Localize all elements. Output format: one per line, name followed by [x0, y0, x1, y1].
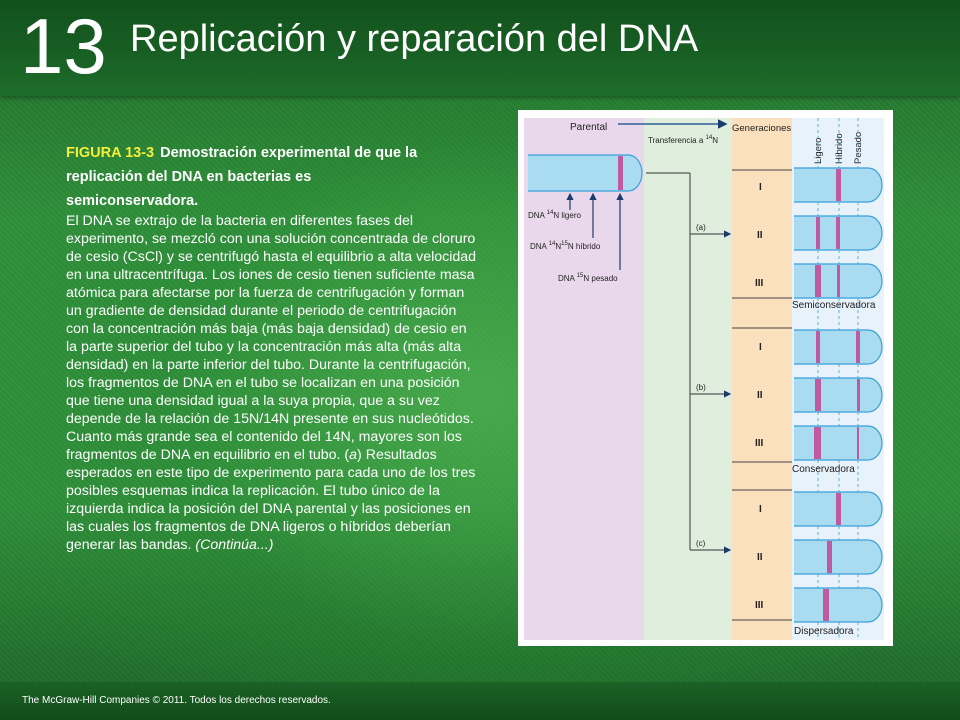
tube-c-II	[794, 539, 883, 575]
slide-header: 13 Replicación y reparación del DNA	[0, 0, 960, 96]
model-semiconservadora: Semiconservadora	[792, 300, 876, 311]
gen-a-I: I	[759, 182, 762, 193]
figure-number: FIGURA 13-3	[66, 145, 155, 161]
ligero-label: Ligero	[813, 138, 824, 164]
experiment-diagram: Parental Transferencia a 14N Generacione…	[524, 118, 884, 640]
gen-c-I: I	[759, 504, 762, 515]
slide-title: Replicación y reparación del DNA	[130, 18, 699, 60]
gen-b-II: II	[757, 390, 763, 401]
dna-pesado-label: DNA 15N pesado	[558, 273, 618, 283]
band-b-II-light	[815, 379, 821, 411]
band-b-I-heavy	[856, 331, 860, 363]
parental-tube	[528, 154, 643, 192]
band-c-III	[823, 589, 829, 621]
band-c-II	[827, 541, 832, 573]
band-a-II-hybrid	[836, 217, 840, 249]
model-conservadora: Conservadora	[792, 464, 855, 475]
transfer-panel	[644, 118, 732, 640]
generations-label: Generaciones	[732, 123, 791, 134]
caption-body-part1: El DNA se extrajo de la bacteria en dife…	[66, 213, 477, 463]
caption-continua: (Continúa...)	[195, 537, 274, 553]
tube-b-II	[794, 377, 883, 413]
slide-footer: The McGraw-Hill Companies © 2011. Todos …	[0, 682, 960, 720]
branch-c-label: (c)	[696, 539, 706, 548]
figure-title-text: Demostración experimental de que la repl…	[66, 145, 418, 209]
band-b-III-light	[814, 427, 821, 459]
band-a-III-light	[815, 265, 821, 297]
hibrido-label: Híbrido	[834, 133, 845, 164]
gen-c-II: II	[757, 552, 763, 563]
gen-a-II: II	[757, 230, 763, 241]
tube-c-III	[794, 587, 883, 623]
gen-b-III: III	[755, 438, 764, 449]
band-a-I-hybrid	[836, 169, 841, 201]
band-c-I	[836, 493, 841, 525]
band-a-III-hybrid	[837, 265, 840, 297]
caption-body-part2: ) Resultados esperados en este tipo de e…	[66, 447, 476, 553]
parental-heavy-band	[618, 156, 623, 190]
generation-panel	[732, 118, 792, 640]
model-dispersadora: Dispersadora	[794, 626, 854, 637]
gen-b-I: I	[759, 342, 762, 353]
experiment-figure: Parental Transferencia a 14N Generacione…	[518, 110, 893, 646]
band-b-III-heavy	[857, 427, 859, 459]
transfer-label: Transferencia a 14N	[648, 135, 718, 145]
parental-label: Parental	[570, 122, 607, 133]
tube-b-I	[794, 329, 883, 365]
copyright-text: The McGraw-Hill Companies © 2011. Todos …	[22, 695, 331, 706]
gen-c-III: III	[755, 600, 764, 611]
dna-ligero-label: DNA 14N ligero	[528, 210, 581, 220]
branch-a-label: (a)	[696, 223, 706, 232]
band-a-II-light	[816, 217, 820, 249]
caption-italic-a: a	[349, 447, 358, 463]
dna-hibrido-label: DNA 14N15N híbrido	[530, 241, 601, 251]
chapter-number: 13	[20, 2, 107, 90]
band-b-I-light	[816, 331, 820, 363]
branch-b-label: (b)	[696, 383, 706, 392]
pesado-label: Pesado	[853, 132, 864, 164]
band-b-II-heavy	[857, 379, 860, 411]
figure-caption-body: El DNA se extrajo de la bacteria en dife…	[66, 212, 480, 554]
parental-panel	[524, 118, 644, 640]
tube-b-III	[794, 425, 883, 461]
gen-a-III: III	[755, 278, 764, 289]
